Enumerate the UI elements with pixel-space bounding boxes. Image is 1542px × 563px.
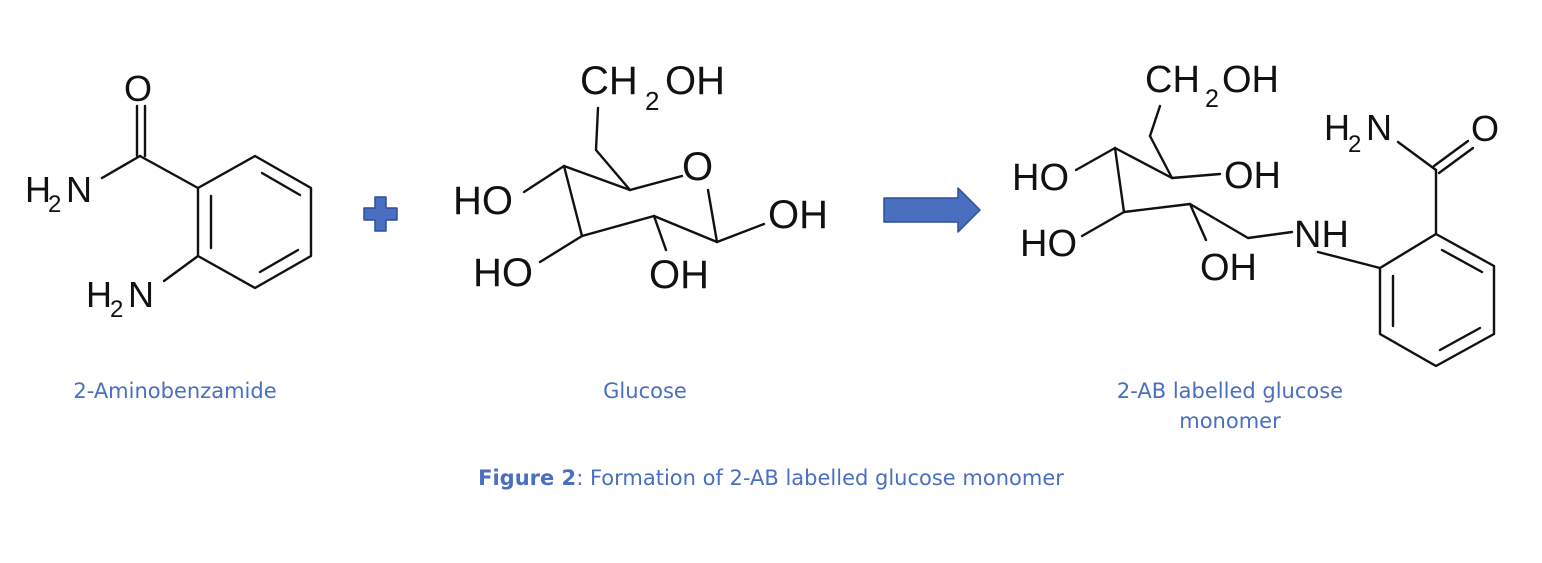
- product-label-line1: 2-AB labelled glucose: [1116, 379, 1344, 403]
- figure-caption: Figure 2: Formation of 2-AB labelled glu…: [0, 466, 1542, 490]
- atom-ho: HO: [473, 251, 533, 295]
- figure-label: Figure 2: [478, 466, 577, 490]
- atom-o: O: [124, 68, 152, 109]
- figure-text: : Formation of 2-AB labelled glucose mon…: [576, 466, 1064, 490]
- product-structure: CH 2 OH HO OH HO OH NH H 2 N O: [1012, 59, 1499, 368]
- product-label-line2: monomer: [1179, 409, 1281, 433]
- atom-subscript: 2: [1205, 85, 1219, 113]
- atom-ho: HO: [453, 179, 513, 223]
- atom-n: N: [128, 274, 154, 315]
- atom-subscript: 2: [48, 191, 61, 218]
- atom-oh: OH: [1200, 247, 1257, 289]
- atom-h: H: [86, 274, 112, 315]
- atom-n: N: [1366, 107, 1392, 148]
- atom-nh: NH: [1294, 214, 1349, 256]
- atom-h: H: [25, 169, 51, 210]
- glucose-label: Glucose: [603, 379, 687, 403]
- atom-oh: OH: [1224, 155, 1281, 197]
- atom-ch: CH: [1145, 59, 1200, 101]
- atom-subscript: 2: [110, 296, 123, 323]
- atom-o: O: [682, 145, 713, 189]
- atom-ho: HO: [1020, 223, 1077, 265]
- atom-oh: OH: [1222, 59, 1279, 101]
- atom-n: N: [66, 169, 92, 210]
- atom-h: H: [1324, 107, 1350, 148]
- reaction-arrow-icon: [883, 187, 981, 233]
- aminobenzamide-label: 2-Aminobenzamide: [73, 379, 277, 403]
- glucose-structure: CH 2 OH O HO HO OH OH: [453, 59, 828, 297]
- atom-oh: OH: [649, 253, 709, 297]
- plus-icon: [363, 196, 398, 232]
- aminobenzamide-structure: O H 2 N H 2 N: [25, 68, 313, 323]
- atom-ho: HO: [1012, 157, 1069, 199]
- product-label: 2-AB labelled glucose monomer: [1080, 376, 1380, 436]
- atom-ch: CH: [580, 59, 638, 103]
- atom-oh: OH: [665, 59, 725, 103]
- atom-subscript: 2: [1348, 131, 1361, 158]
- atom-o: O: [1471, 108, 1499, 149]
- atom-oh: OH: [768, 193, 828, 237]
- atom-subscript: 2: [645, 86, 659, 116]
